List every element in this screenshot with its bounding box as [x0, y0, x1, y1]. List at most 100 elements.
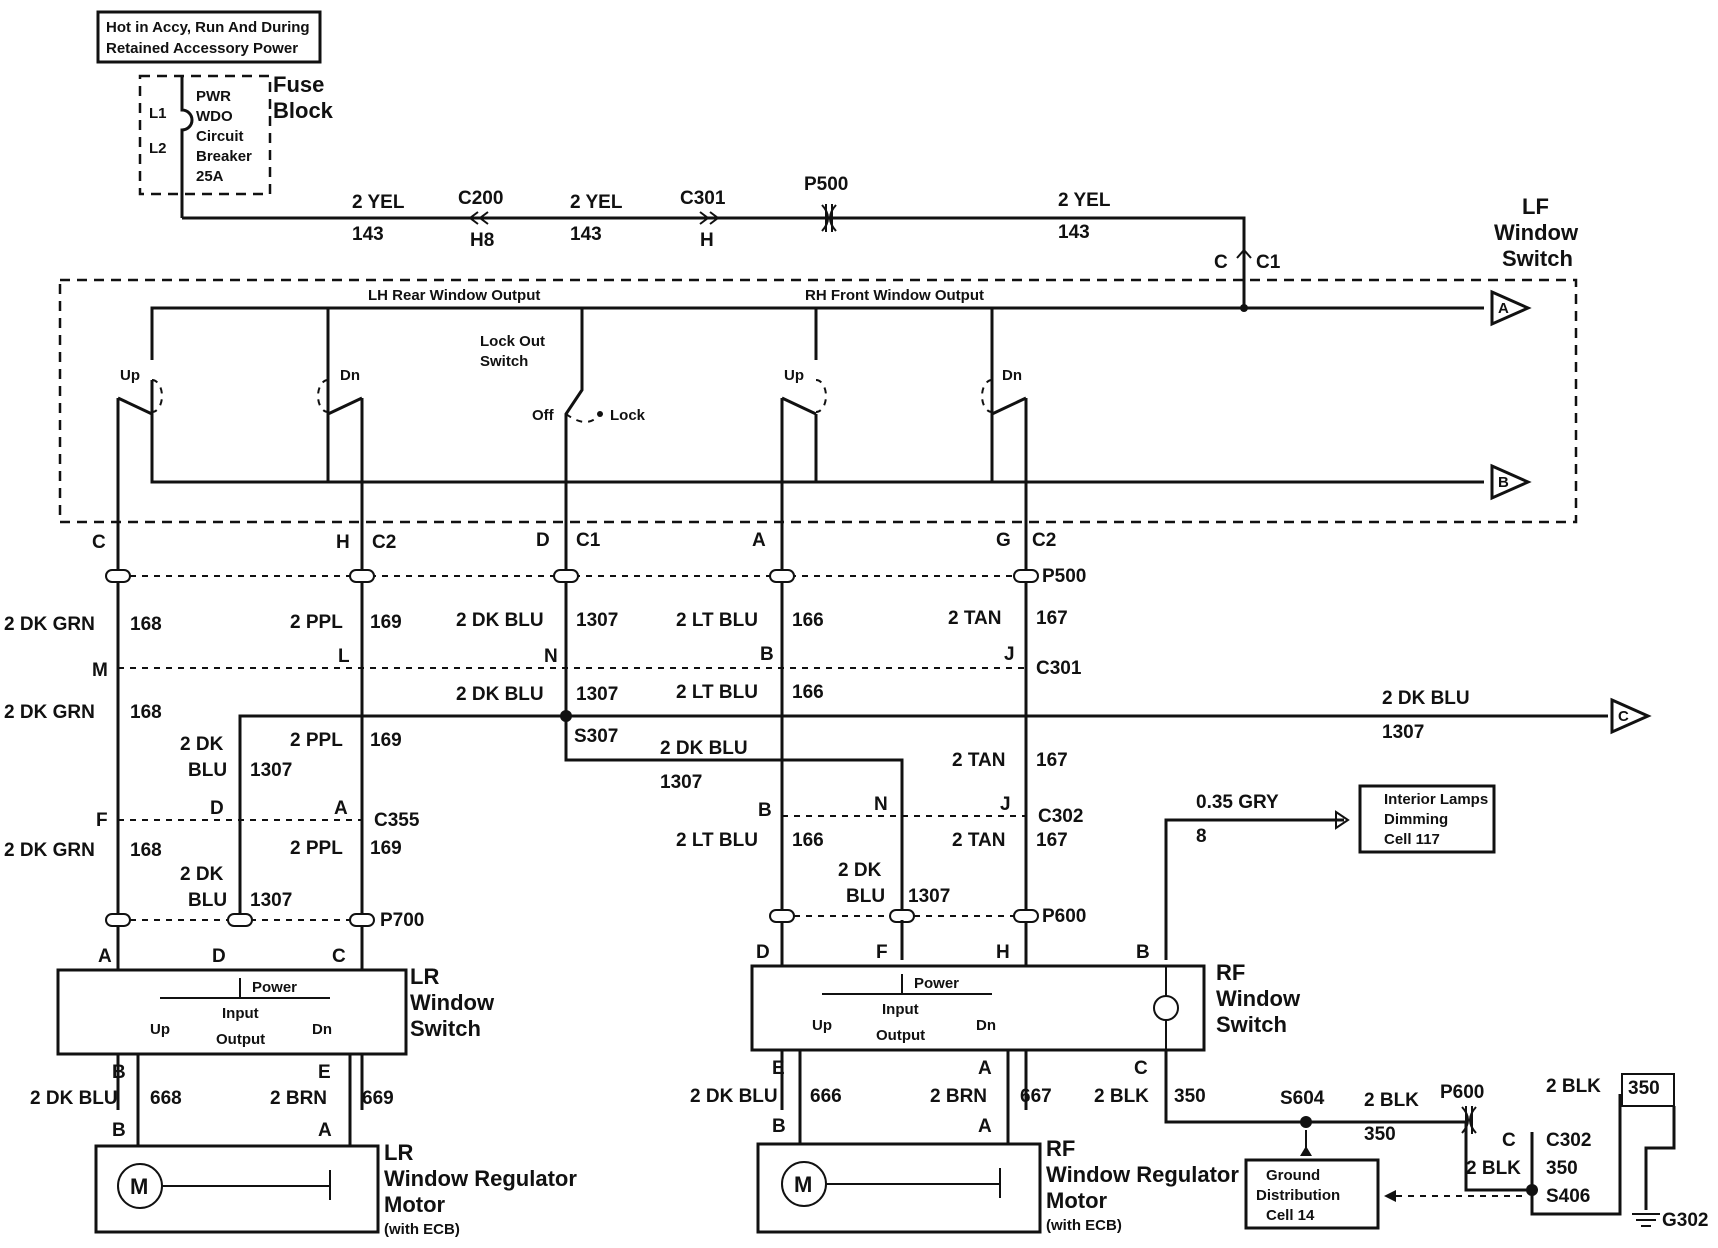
lr-output-label: Output — [216, 1031, 265, 1048]
lr-motor-ecb — [162, 1170, 331, 1200]
wire-row2-color-166: 2 LT BLU — [676, 682, 758, 703]
rh-dn-actuator — [981, 379, 993, 413]
lockout-lock-contact — [597, 411, 603, 417]
c301-pin-5: J — [1004, 644, 1015, 665]
lr-switch-title-2: Window — [410, 990, 495, 1015]
wire-row2-circuit-1307: 1307 — [576, 684, 618, 705]
wire-yel-color-3: 2 YEL — [1058, 190, 1111, 211]
interior-lamps-2: Dimming — [1384, 811, 1448, 828]
wire-color-166: 2 LT BLU — [676, 610, 758, 631]
ground-distribution-box — [1244, 1158, 1380, 1230]
rf-motor-ecb — [826, 1168, 1001, 1198]
offpage-c-color: 2 DK BLU — [1382, 688, 1470, 709]
c200-connector-icon — [468, 211, 489, 225]
rf-motor-wire-2-circuit: 667 — [1020, 1086, 1052, 1107]
lf-top-bus — [150, 306, 1484, 360]
offpage-c-label: C — [1618, 708, 1629, 725]
arrow-icon — [1384, 1190, 1396, 1202]
wire-color-168: 2 DK GRN — [4, 614, 95, 635]
c301-pin-1: M — [92, 660, 108, 681]
power-source-box — [96, 10, 322, 64]
rf-branch-blu: 2 DK BLU — [660, 738, 748, 759]
lf-switch-title-1: LF — [1522, 194, 1549, 219]
wire-circuit-169: 169 — [370, 612, 402, 633]
rf-switch-title-1: RF — [1216, 960, 1245, 985]
lf-switch-outline — [58, 278, 1578, 524]
lr-sw-pin-e: E — [318, 1062, 331, 1083]
rf-sw-pin-e: E — [772, 1058, 785, 1079]
lr-motor-feeds — [136, 1054, 352, 1150]
rh-up-label: Up — [784, 367, 804, 384]
p700-grommet-icon — [349, 913, 375, 927]
rf-sw-pin-h: H — [996, 942, 1010, 963]
wire-yel-circuit-3: 143 — [1058, 222, 1090, 243]
p500-passthrough-icon — [821, 204, 837, 232]
rf-wire3-blu-2: BLU — [846, 886, 885, 907]
lf-pin-2: H — [336, 532, 350, 553]
lr-sw-pin-d: D — [212, 946, 226, 967]
lr-branch-blu-circuit: 1307 — [250, 760, 292, 781]
lr-up-label: Up — [150, 1021, 170, 1038]
ground-p600: P600 — [1440, 1082, 1484, 1103]
lockout-label-2: Switch — [480, 353, 528, 370]
rf-sw-pin-f: F — [876, 942, 888, 963]
rf-power-label: Power — [914, 975, 959, 992]
c302-label: C302 — [1038, 806, 1083, 827]
p700-grommet-icon — [227, 913, 253, 927]
circuit-breaker-symbol — [180, 76, 194, 218]
lr-switch-box — [56, 968, 408, 1056]
lh-up-switch — [116, 396, 153, 520]
rf-sw-pin-a: A — [978, 1058, 992, 1079]
c200-label: C200 — [458, 188, 503, 209]
rf-branch-blu-circuit: 1307 — [660, 772, 702, 793]
lr-wire3-grn: 2 DK GRN — [4, 840, 95, 861]
lh-up-label: Up — [120, 367, 140, 384]
g302-label: G302 — [1662, 1210, 1708, 1231]
lr-sw-pin-a: A — [98, 946, 112, 967]
lr-power-label: Power — [252, 979, 297, 996]
rf-motor-title-1: RF — [1046, 1136, 1075, 1161]
lr-wire3-blu-circuit: 1307 — [250, 890, 292, 911]
rf-motor-wire-1-color: 2 DK BLU — [690, 1086, 778, 1107]
breaker-label-3: Circuit — [196, 128, 244, 145]
wire-1307-bus — [238, 714, 1608, 820]
rf-motor-note: (with ECB) — [1046, 1217, 1122, 1234]
lr-motor-pin-a: A — [318, 1120, 332, 1141]
c301-label: C301 — [1036, 658, 1082, 679]
p500-grommet-icon — [105, 569, 131, 583]
breaker-label-5: 25A — [196, 168, 224, 185]
lr-input-label: Input — [222, 1005, 259, 1022]
c355-pin-3: A — [334, 798, 348, 819]
lr-power-bus — [160, 978, 330, 999]
rf-sw-pin-b: B — [1136, 942, 1150, 963]
c200-pin: H8 — [470, 230, 494, 251]
rf-wire3-ltblu: 2 LT BLU — [676, 830, 758, 851]
lh-dn-actuator — [317, 379, 329, 413]
wire-circuit-168: 168 — [130, 614, 162, 635]
lr-motor-wire-2-color: 2 BRN — [270, 1088, 327, 1109]
p600-passthrough-icon — [1461, 1106, 1477, 1134]
ground-c302: C302 — [1546, 1130, 1591, 1151]
fuse-block-title-2: Block — [273, 98, 334, 123]
lr-motor-title-3: Motor — [384, 1192, 446, 1217]
ground-blk3: 2 BLK — [1546, 1076, 1601, 1097]
c301-pin-3: N — [544, 646, 558, 667]
wire-1307-trunk — [564, 520, 904, 920]
lockout-label-1: Lock Out — [480, 333, 545, 350]
s406-label: S406 — [1546, 1186, 1590, 1207]
p500-grommet-icon — [553, 569, 579, 583]
wire-circuit-1307: 1307 — [576, 610, 618, 631]
ground-c302-pin: C — [1502, 1130, 1516, 1151]
lh-dn-label: Dn — [340, 367, 360, 384]
rf-motor-pin-a: A — [978, 1116, 992, 1137]
rf-switch-title-3: Switch — [1216, 1012, 1287, 1037]
rf-switch-title-2: Window — [1216, 986, 1301, 1011]
rf-wire3-tan-circuit: 167 — [1036, 830, 1068, 851]
wire-color-1307: 2 DK BLU — [456, 610, 544, 631]
ground-icon — [1632, 1213, 1660, 1227]
rf-motor-wire-1-circuit: 666 — [810, 1086, 842, 1107]
c302-pin-3: J — [1000, 794, 1011, 815]
wire-color-167: 2 TAN — [948, 608, 1001, 629]
lr-branch-blu-1: 2 DK — [180, 734, 224, 755]
wire-yel-143 — [182, 216, 1246, 252]
